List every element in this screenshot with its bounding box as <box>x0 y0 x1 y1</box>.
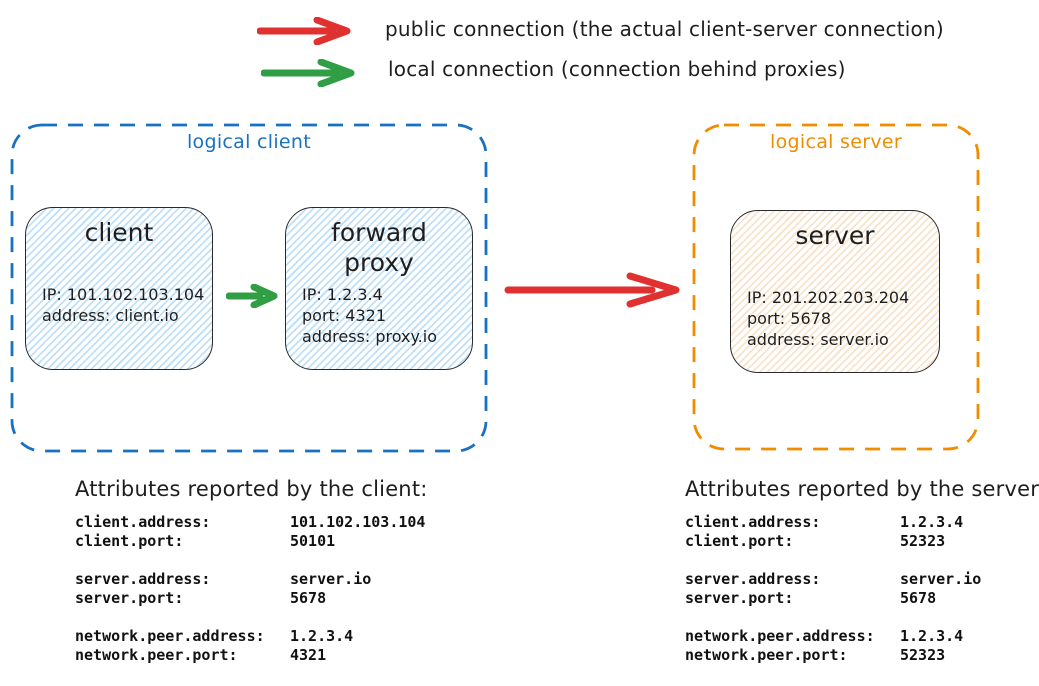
server-node-address: address: server.io <box>747 330 889 349</box>
client-node-address: address: client.io <box>42 306 179 325</box>
server-node: server IP: 201.202.203.204 port: 5678 ad… <box>730 210 940 373</box>
attr-row: client.port:50101 <box>75 532 336 550</box>
attr-row: client.address:1.2.3.4 <box>685 513 964 531</box>
client-to-server-arrow-icon <box>504 272 686 308</box>
attr-row: server.address:server.io <box>75 570 372 588</box>
attr-row: client.address:101.102.103.104 <box>75 513 426 531</box>
public-connection-arrow-icon <box>256 16 357 46</box>
logical-server-label: logical server <box>770 131 902 153</box>
server-node-port: port: 5678 <box>747 309 831 328</box>
forward-proxy-node: forward proxy IP: 1.2.3.4 port: 4321 add… <box>285 207 473 370</box>
server-attributes-heading: Attributes reported by the server: <box>685 477 1039 501</box>
logical-server-group: logical server server IP: 201.202.203.20… <box>692 123 980 451</box>
server-node-title: server <box>795 221 875 250</box>
public-connection-label: public connection (the actual client-ser… <box>385 17 944 41</box>
forward-proxy-node-title: forward proxy <box>331 218 427 277</box>
attr-row: client.port:52323 <box>685 532 946 550</box>
local-connection-arrow-icon <box>260 58 361 88</box>
server-node-ip: IP: 201.202.203.204 <box>747 288 910 307</box>
client-attributes-heading: Attributes reported by the client: <box>75 477 428 501</box>
logical-client-group: logical client client IP: 101.102.103.10… <box>10 123 488 453</box>
forward-proxy-node-ip: IP: 1.2.3.4 <box>302 285 383 304</box>
logical-client-label: logical client <box>186 131 312 153</box>
attr-row: network.peer.address:1.2.3.4 <box>75 627 354 645</box>
client-node-title: client <box>84 218 154 247</box>
client-attributes-block: Attributes reported by the client: clien… <box>75 477 428 684</box>
attr-row: server.port:5678 <box>75 589 327 607</box>
local-connection-label: local connection (connection behind prox… <box>388 57 846 81</box>
attr-row: network.peer.address:1.2.3.4 <box>685 627 964 645</box>
client-to-proxy-arrow-icon <box>225 283 280 309</box>
server-attributes-block: Attributes reported by the server: clien… <box>685 477 1039 684</box>
attr-row: network.peer.port:4321 <box>75 646 327 664</box>
client-node: client IP: 101.102.103.104 address: clie… <box>25 207 213 370</box>
attr-row: server.address:server.io <box>685 570 982 588</box>
attr-row: server.port:5678 <box>685 589 937 607</box>
forward-proxy-node-port: port: 4321 <box>302 306 386 325</box>
attr-row: network.peer.port:52323 <box>685 646 946 664</box>
forward-proxy-node-address: address: proxy.io <box>302 327 437 346</box>
client-node-ip: IP: 101.102.103.104 <box>42 285 205 304</box>
